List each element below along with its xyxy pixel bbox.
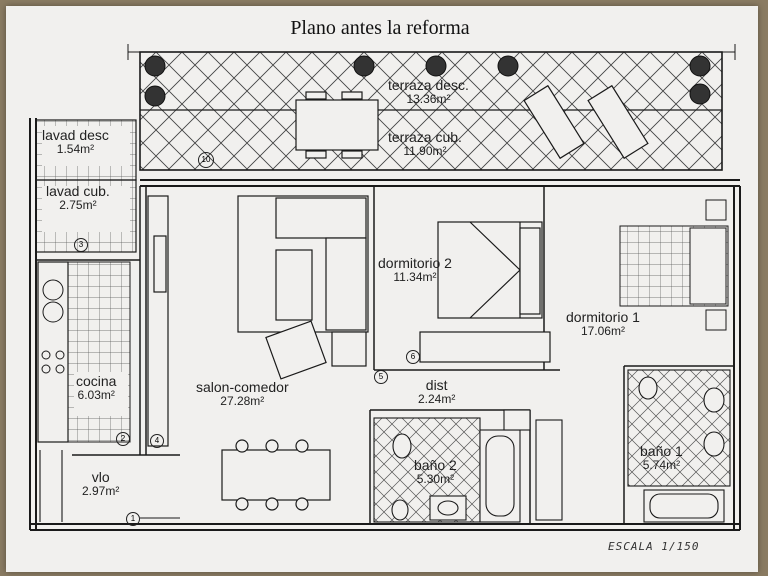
room-area: 5.74m² bbox=[642, 458, 681, 473]
room-area: 2.75m² bbox=[59, 198, 97, 213]
bathroom-2-fixtures bbox=[373, 417, 521, 523]
room-dormitorio-1: dormitorio 1 17.06m² bbox=[566, 309, 640, 339]
room-lavad-desc: lavad desc 1.54m² bbox=[42, 127, 109, 157]
room-name: vlo bbox=[91, 469, 110, 485]
room-dist: dist 2.24m² bbox=[418, 377, 456, 407]
plant-pots bbox=[144, 55, 711, 107]
room-area: 6.03m² bbox=[77, 388, 115, 403]
room-terraza-cub: terraza cub. 11.90m² bbox=[388, 129, 462, 159]
scale-note: ESCALA 1/150 bbox=[608, 540, 700, 553]
room-vlo: vlo 2.97m² bbox=[82, 469, 120, 499]
terrace-table bbox=[295, 91, 379, 159]
outer-walls bbox=[29, 118, 741, 531]
room-terraza-desc: terraza desc. 13.36m² bbox=[388, 77, 469, 107]
room-name: dist bbox=[425, 377, 448, 393]
room-lavad-cub: lavad cub. 2.75m² bbox=[46, 183, 110, 213]
marker-6: 6 bbox=[406, 350, 420, 364]
marker-3: 3 bbox=[74, 238, 88, 252]
room-name: baño 2 bbox=[414, 457, 457, 473]
room-name: lavad desc bbox=[42, 127, 109, 143]
room-name: baño 1 bbox=[640, 443, 683, 459]
marker-5: 5 bbox=[374, 370, 388, 384]
room-area: 2.97m² bbox=[82, 484, 120, 499]
sofa-set bbox=[237, 195, 369, 380]
room-cocina: cocina 6.03m² bbox=[76, 373, 117, 403]
room-salon-comedor: salon-comedor 27.28m² bbox=[196, 379, 289, 409]
kitchen-counter bbox=[37, 261, 131, 443]
room-name: dormitorio 2 bbox=[378, 255, 452, 271]
room-area: 2.24m² bbox=[418, 392, 456, 407]
room-dormitorio-2: dormitorio 2 11.34m² bbox=[378, 255, 452, 285]
wardrobes bbox=[503, 409, 563, 521]
laundry-area bbox=[35, 119, 137, 253]
bed-dormitorio-2 bbox=[419, 221, 551, 363]
room-area: 1.54m² bbox=[56, 142, 95, 157]
room-name: lavad cub. bbox=[46, 183, 110, 199]
entrance-door bbox=[39, 450, 180, 522]
room-bano-2: baño 2 5.30m² bbox=[414, 457, 457, 487]
dining-table bbox=[221, 439, 331, 511]
marker-4: 4 bbox=[150, 434, 164, 448]
marker-1: 1 bbox=[126, 512, 140, 526]
interior-walls bbox=[36, 186, 734, 524]
room-name: terraza cub. bbox=[388, 129, 462, 145]
room-area: 11.90m² bbox=[403, 144, 447, 159]
plan-title: Plano antes la reforma bbox=[290, 17, 470, 39]
tv-unit bbox=[147, 195, 169, 447]
room-area: 13.36m² bbox=[406, 92, 451, 107]
room-name: dormitorio 1 bbox=[566, 309, 640, 325]
bathroom-1-fixtures bbox=[627, 369, 731, 523]
room-area: 5.30m² bbox=[416, 472, 455, 487]
room-area: 17.06m² bbox=[580, 324, 625, 339]
room-name: terraza desc. bbox=[388, 77, 469, 93]
bed-dormitorio-1 bbox=[619, 199, 729, 331]
room-area: 11.34m² bbox=[393, 270, 437, 285]
room-name: cocina bbox=[76, 373, 117, 389]
sun-loungers bbox=[523, 84, 649, 160]
room-area: 27.28m² bbox=[220, 394, 265, 409]
marker-2: 2 bbox=[116, 432, 130, 446]
room-bano-1: baño 1 5.74m² bbox=[640, 443, 683, 473]
marker-10: 10 bbox=[198, 152, 214, 168]
room-name: salon-comedor bbox=[196, 379, 289, 395]
